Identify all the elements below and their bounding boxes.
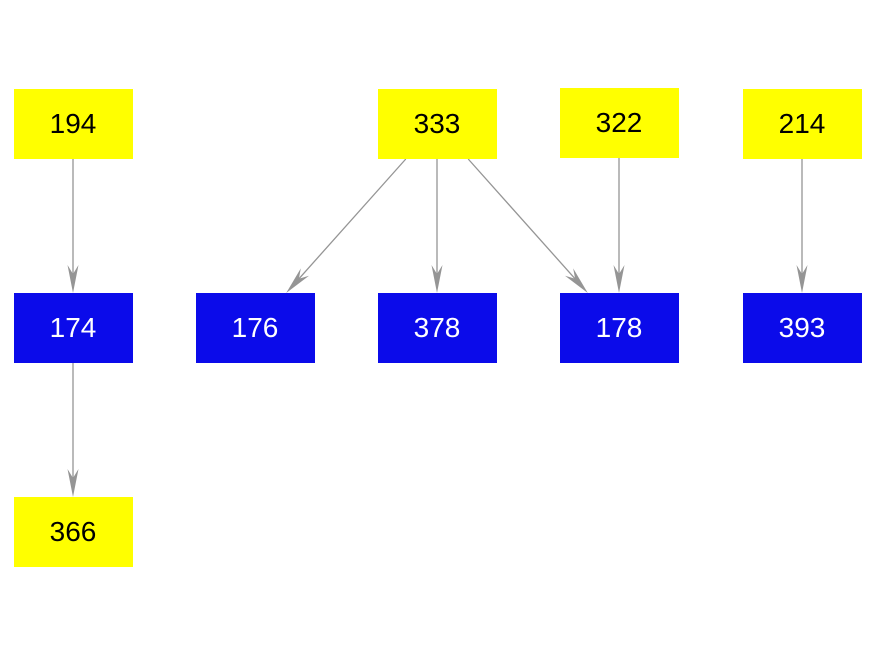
node-label: 366 [49, 516, 97, 547]
node-label: 178 [595, 312, 643, 343]
node-322[interactable]: 322 [559, 88, 679, 158]
node-333[interactable]: 333 [377, 89, 497, 159]
node-label: 174 [49, 312, 97, 343]
arrowhead-icon [431, 265, 443, 293]
node-label: 393 [778, 312, 826, 343]
node-214[interactable]: 214 [742, 89, 862, 159]
arrowhead-icon [67, 469, 79, 497]
arrowhead-icon [796, 265, 808, 293]
node-393[interactable]: 393 [742, 293, 862, 363]
edge-194-174 [67, 159, 79, 293]
edge-322-178 [613, 158, 625, 293]
node-label: 176 [231, 312, 279, 343]
edge-line [467, 158, 576, 280]
node-194[interactable]: 194 [13, 89, 133, 159]
node-174[interactable]: 174 [13, 293, 133, 363]
arrowhead-icon [286, 268, 309, 293]
edge-214-393 [796, 159, 808, 293]
node-178[interactable]: 178 [559, 293, 679, 363]
node-366[interactable]: 366 [13, 497, 133, 567]
edge-line [298, 158, 407, 280]
node-label: 214 [778, 108, 826, 139]
edge-333-178 [467, 158, 588, 293]
edge-333-176 [286, 158, 407, 293]
node-378[interactable]: 378 [377, 293, 497, 363]
node-176[interactable]: 176 [195, 293, 315, 363]
node-label: 333 [413, 108, 461, 139]
edge-333-378 [431, 159, 443, 293]
node-label: 378 [413, 312, 461, 343]
edge-174-366 [67, 363, 79, 497]
arrowhead-icon [67, 265, 79, 293]
node-label: 322 [595, 107, 643, 138]
arrowhead-icon [565, 268, 588, 293]
node-label: 194 [49, 108, 97, 139]
arrowhead-icon [613, 265, 625, 293]
